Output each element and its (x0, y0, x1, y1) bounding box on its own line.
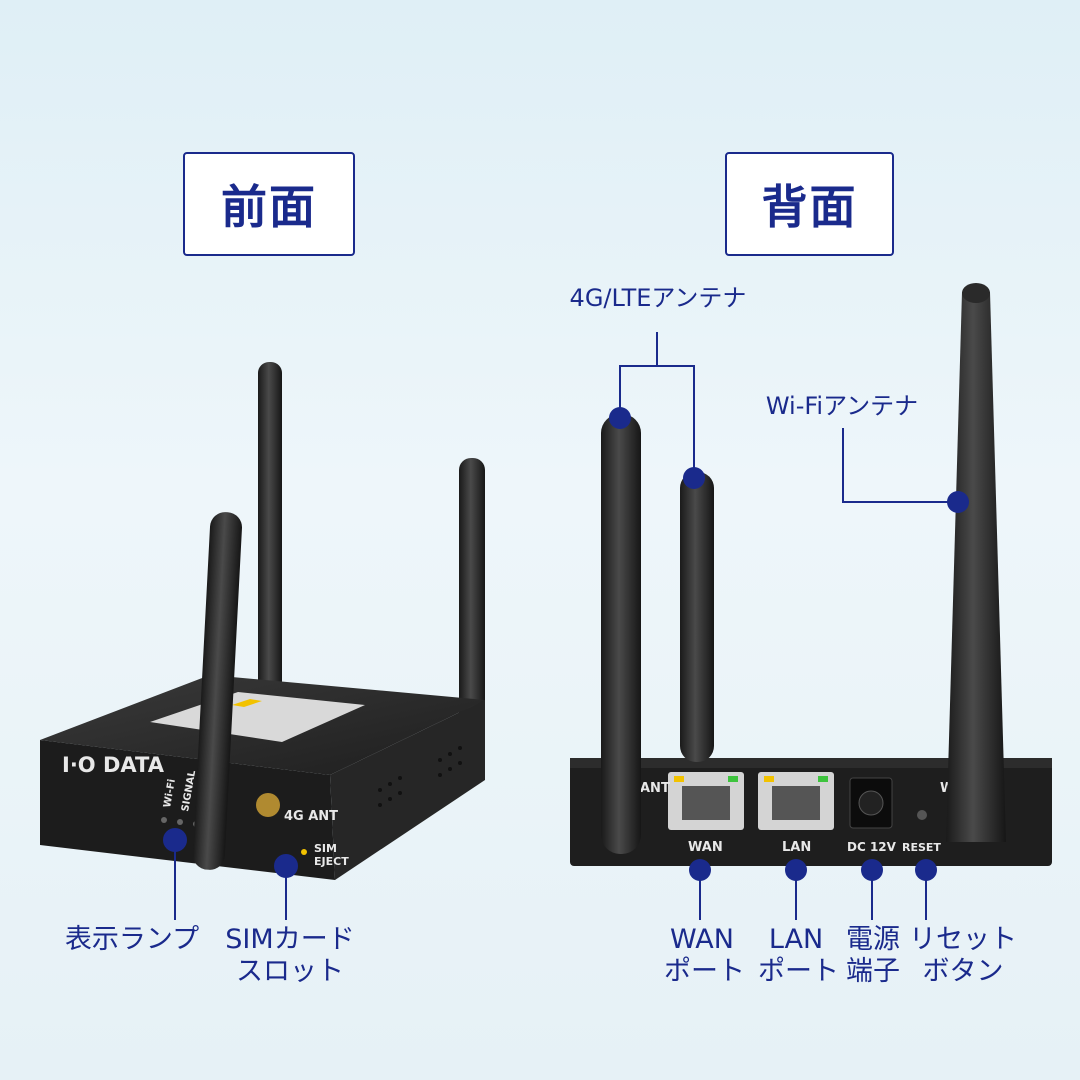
sim-slot-marker (274, 854, 298, 878)
reset-button-label: リセット ボタン (909, 924, 1017, 987)
wifi-antenna-label: Wi-Fiアンテナ (765, 392, 919, 420)
power-terminal-label: 電源 端子 (846, 924, 900, 987)
reset-marker (915, 859, 937, 881)
front-antenna-back-right (459, 458, 485, 728)
front-brand-logo: I·O DATA (62, 753, 165, 777)
sim-eject-label-1: SIM (314, 842, 337, 855)
front-device: I·O DATA Wi-Fi SIGNAL 4G 4G ANT SIM EJEC… (40, 362, 485, 880)
indicator-lamp-marker (163, 828, 187, 852)
sim-eject-label-2: EJECT (314, 855, 349, 868)
led-label-wifi: Wi-Fi (162, 778, 178, 808)
reset-button (917, 810, 927, 820)
lte-antenna-marker-left (609, 407, 631, 429)
lte-antenna-right (680, 472, 714, 762)
back-label-dc: DC 12V (847, 840, 897, 854)
wan-port-label: WAN ポート (664, 924, 745, 987)
front-heading-text: 前面 (221, 180, 317, 234)
front-device-face (40, 740, 335, 880)
front-callouts (163, 828, 298, 920)
front-ant-connector (256, 793, 280, 817)
back-label-wan: WAN (688, 840, 723, 855)
front-antenna-front (192, 512, 243, 870)
wifi-antenna (946, 292, 1006, 842)
lte-antenna-left (601, 414, 641, 854)
wan-port-marker (689, 859, 711, 881)
lte-antenna-label: 4G/LTEアンテナ (569, 284, 747, 312)
lan-port-label: LAN ポート (758, 924, 839, 987)
led-signal (177, 819, 183, 825)
power-marker (861, 859, 883, 881)
back-label-ant: ANT (640, 781, 670, 796)
front-heading: 前面 (183, 152, 355, 256)
back-heading: 背面 (725, 152, 894, 256)
back-label-reset: RESET (902, 841, 941, 854)
back-heading-text: 背面 (761, 180, 858, 234)
lte-antenna-marker-right (683, 467, 705, 489)
sim-slot-label: SIMカード スロット (225, 924, 355, 987)
wifi-antenna-marker (947, 491, 969, 513)
led-wifi (161, 817, 167, 823)
front-ant-label: 4G ANT (284, 809, 338, 824)
indicator-lamp-label: 表示ランプ (64, 924, 200, 955)
back-device: ANT Wi WAN LAN DC 12V RESET (570, 283, 1052, 866)
lan-port-marker (785, 859, 807, 881)
sim-eject-led (301, 849, 307, 855)
front-device-side (330, 700, 485, 880)
back-label-lan: LAN (782, 840, 811, 855)
front-antenna-back-left (258, 362, 282, 692)
